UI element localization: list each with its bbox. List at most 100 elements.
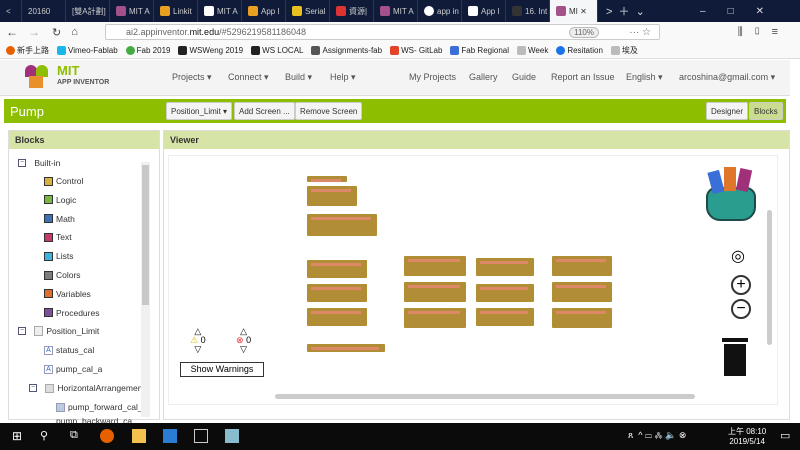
- trash-icon[interactable]: [722, 338, 748, 376]
- scrollbar-thumb[interactable]: [142, 165, 149, 305]
- code-block[interactable]: [404, 282, 466, 302]
- code-block[interactable]: [307, 176, 347, 182]
- paint-icon[interactable]: [225, 429, 239, 443]
- bookmark-folder[interactable]: 埃及: [610, 45, 638, 56]
- window-controls[interactable]: –□✕: [700, 5, 786, 17]
- builtin-colors[interactable]: Colors: [44, 270, 81, 280]
- builtin-math[interactable]: Math: [44, 214, 75, 224]
- designer-button[interactable]: Designer: [706, 102, 749, 120]
- zoom-in-icon[interactable]: +: [731, 275, 751, 295]
- code-block[interactable]: [552, 282, 612, 302]
- app-icon[interactable]: [163, 429, 177, 443]
- show-warnings-button[interactable]: Show Warnings: [180, 362, 264, 377]
- tray-icons[interactable]: ጸ ^ ▭ ⁂ 🔈 ⊗: [628, 430, 687, 440]
- code-block[interactable]: [404, 256, 466, 276]
- tree-component[interactable]: − HorizontalArrangemen: [29, 383, 142, 393]
- home-icon[interactable]: ⌂: [71, 26, 78, 38]
- bookmark[interactable]: Fab 2019: [125, 45, 170, 55]
- tab-scroll-left[interactable]: <: [0, 0, 22, 22]
- browser-tab[interactable]: MIT A: [374, 0, 418, 22]
- code-block[interactable]: [404, 308, 466, 328]
- bookmark[interactable]: 新手上路: [6, 45, 49, 56]
- collapse-icon[interactable]: −: [18, 327, 26, 335]
- bookmark-folder[interactable]: Week: [517, 45, 548, 55]
- backpack-icon[interactable]: [700, 165, 762, 223]
- browser-tab[interactable]: 資源|: [330, 0, 374, 22]
- back-icon[interactable]: ←: [6, 25, 18, 39]
- builtin-variables[interactable]: Variables: [44, 289, 91, 299]
- code-block[interactable]: [552, 308, 612, 328]
- link-gallery[interactable]: Gallery: [469, 72, 498, 82]
- menu-connect[interactable]: Connect ▾: [228, 72, 269, 82]
- browser-tab[interactable]: Serial: [286, 0, 330, 22]
- menu-projects[interactable]: Projects ▾: [172, 72, 212, 82]
- zoom-level[interactable]: 110%: [569, 27, 599, 38]
- menu-help[interactable]: Help ▾: [330, 72, 356, 82]
- screen-select[interactable]: Position_Limit ▾: [166, 102, 233, 120]
- bookmark[interactable]: WS LOCAL: [251, 45, 303, 55]
- browser-tab[interactable]: 16. Int: [506, 0, 550, 22]
- reload-icon[interactable]: ↻: [52, 26, 62, 39]
- code-block[interactable]: [476, 284, 534, 302]
- error-navigator[interactable]: △⊗ 0▽: [236, 326, 252, 354]
- bookmark[interactable]: WS- GitLab: [390, 45, 442, 55]
- code-block[interactable]: [307, 260, 367, 278]
- recenter-icon[interactable]: ◎: [731, 248, 745, 265]
- notification-icon[interactable]: ▭: [780, 430, 791, 442]
- code-block[interactable]: [307, 344, 385, 352]
- browser-tab[interactable]: App I: [242, 0, 286, 22]
- forward-icon[interactable]: →: [28, 25, 40, 39]
- workspace-horizontal-scrollbar[interactable]: [275, 394, 695, 399]
- start-icon[interactable]: ⊞: [12, 429, 23, 443]
- collapse-icon[interactable]: −: [18, 159, 26, 167]
- firefox-icon[interactable]: [100, 429, 114, 443]
- bookmark[interactable]: Fab Regional: [450, 45, 509, 55]
- bookmark[interactable]: Assignments-fab: [311, 45, 382, 55]
- link-guide[interactable]: Guide: [512, 72, 537, 82]
- page-actions-icon[interactable]: ··· ☆: [629, 26, 651, 38]
- collapse-icon[interactable]: −: [29, 384, 37, 392]
- browser-tab[interactable]: Linkit: [154, 0, 198, 22]
- zoom-out-icon[interactable]: −: [731, 299, 751, 319]
- browser-tab-active[interactable]: MI ✕: [550, 0, 598, 22]
- search-icon[interactable]: ⚲: [40, 430, 49, 442]
- builtin-lists[interactable]: Lists: [44, 251, 73, 261]
- tree-component[interactable]: pump_forward_cal_: [56, 402, 143, 412]
- language-menu[interactable]: English ▾: [626, 72, 663, 82]
- task-view-icon[interactable]: ⧉: [70, 429, 78, 441]
- browser-tab[interactable]: [雙A計劃]: [66, 0, 110, 22]
- link-my-projects[interactable]: My Projects: [409, 72, 457, 82]
- library-menu-icons[interactable]: ⫼▯≡: [737, 25, 788, 38]
- code-block[interactable]: [307, 308, 367, 326]
- browser-tab[interactable]: MIT A: [110, 0, 154, 22]
- app-inventor-logo[interactable]: MIT APP INVENTOR: [25, 63, 115, 91]
- menu-build[interactable]: Build ▾: [285, 72, 313, 82]
- code-block[interactable]: [307, 186, 357, 206]
- builtin-procedures[interactable]: Procedures: [44, 308, 99, 318]
- browser-tab[interactable]: App I: [462, 0, 506, 22]
- remove-screen-button[interactable]: Remove Screen: [295, 102, 363, 120]
- code-block[interactable]: [307, 214, 377, 236]
- builtin-text[interactable]: Text: [44, 232, 72, 242]
- bookmark[interactable]: Vimeo-Fablab: [57, 45, 118, 55]
- code-block[interactable]: [552, 256, 612, 276]
- browser-tab[interactable]: app in: [418, 0, 462, 22]
- tree-screen[interactable]: − Position_Limit: [18, 326, 99, 336]
- link-report-issue[interactable]: Report an Issue: [551, 72, 615, 82]
- blocks-workspace[interactable]: [168, 155, 778, 405]
- add-screen-button[interactable]: Add Screen ...: [234, 102, 295, 120]
- builtin-control[interactable]: Control: [44, 176, 83, 186]
- blocks-button[interactable]: Blocks: [749, 102, 783, 120]
- tree-component[interactable]: pump_backward_ca: [56, 418, 132, 423]
- browser-tab[interactable]: MIT A: [198, 0, 242, 22]
- bookmark[interactable]: Resitation: [556, 45, 603, 55]
- code-block[interactable]: [307, 284, 367, 302]
- bookmark[interactable]: WSWeng 2019: [178, 45, 243, 55]
- code-block[interactable]: [476, 258, 534, 276]
- account-menu[interactable]: arcoshina@gmail.com ▾: [679, 72, 776, 82]
- workspace-vertical-scrollbar[interactable]: [767, 210, 772, 345]
- tree-builtin[interactable]: − Built-in: [18, 158, 60, 168]
